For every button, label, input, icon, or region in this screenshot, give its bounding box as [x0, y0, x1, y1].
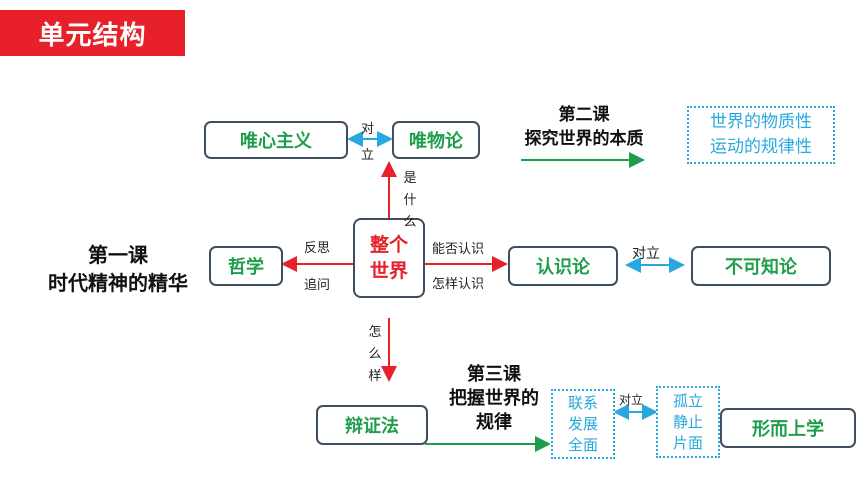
- node-metaphysics: 形而上学: [720, 408, 856, 448]
- lesson-one-title: 第一课: [88, 243, 148, 267]
- label-what-1: 是: [403, 171, 417, 186]
- node-idealism: 唯心主义: [204, 121, 348, 159]
- metaphysics-line3: 片面: [672, 433, 703, 452]
- center-node-world: 整个 世界: [353, 218, 425, 298]
- node-materialism: 唯物论: [392, 121, 480, 159]
- materiality-line2: 运动的规律性: [710, 137, 812, 157]
- label-what-2: 什: [403, 193, 417, 208]
- metaphysics-line2: 静止: [672, 412, 703, 431]
- metaphysics-views-box: 孤立 静止 片面: [656, 386, 720, 458]
- node-philosophy: 哲学: [209, 246, 283, 286]
- label-opposition-bottom: 对立: [619, 393, 644, 407]
- label-how-know: 怎样认识: [432, 277, 485, 292]
- label-how-2: 么: [368, 347, 382, 362]
- label-opposition-top-2: 立: [361, 148, 375, 163]
- dialectic-views-box: 联系 发展 全面: [551, 389, 615, 459]
- center-line2: 世界: [369, 260, 408, 282]
- node-epistemology: 认识论: [508, 246, 618, 286]
- lesson-three: 第三课 把握世界的 规律: [432, 363, 556, 435]
- materiality-box: 世界的物质性 运动的规律性: [687, 106, 835, 164]
- label-opposition-top-1: 对: [361, 122, 375, 137]
- dialectic-line3: 全面: [567, 435, 598, 454]
- label-how-1: 怎: [368, 325, 382, 340]
- node-agnosticism: 不可知论: [691, 246, 831, 286]
- lesson-two-subtitle: 探究世界的本质: [524, 129, 644, 149]
- lesson-three-subtitle-2: 规律: [476, 412, 512, 433]
- label-what-3: 么: [403, 215, 417, 230]
- dialectic-line2: 发展: [567, 414, 598, 433]
- materiality-line1: 世界的物质性: [710, 112, 812, 132]
- label-reflect: 反思: [304, 241, 331, 256]
- metaphysics-line1: 孤立: [672, 391, 703, 410]
- lesson-three-subtitle-1: 把握世界的: [449, 388, 539, 409]
- dialectic-line1: 联系: [567, 393, 598, 412]
- lesson-two-title: 第二课: [558, 105, 610, 125]
- page-title: 单元结构: [0, 10, 185, 56]
- lesson-three-title: 第三课: [467, 364, 521, 385]
- label-can-know: 能否认识: [432, 242, 485, 257]
- lesson-two: 第二课 探究世界的本质: [500, 103, 668, 151]
- label-how-3: 样: [368, 369, 382, 384]
- label-inquire: 追问: [304, 278, 331, 293]
- node-dialectics: 辩证法: [316, 405, 428, 445]
- label-opposition-right: 对立: [632, 246, 660, 262]
- lesson-one: 第一课 时代精神的精华: [18, 241, 218, 297]
- lesson-one-subtitle: 时代精神的精华: [48, 271, 188, 295]
- center-line1: 整个: [369, 234, 408, 256]
